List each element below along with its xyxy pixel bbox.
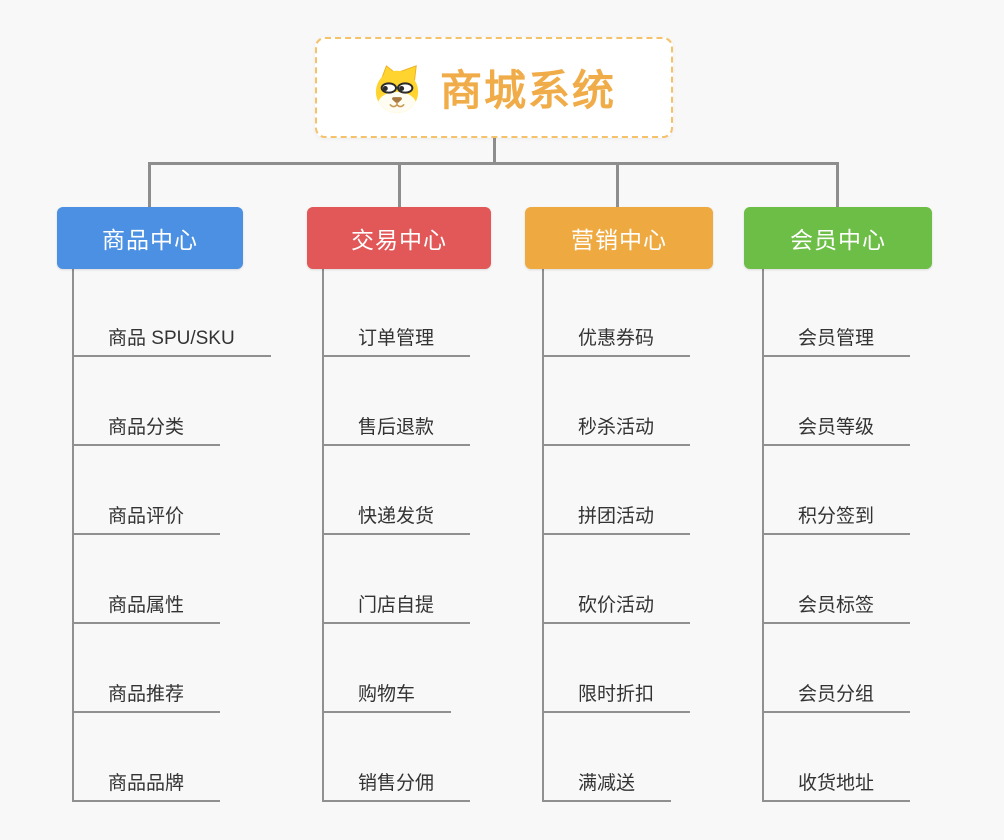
leaf-node[interactable]: 商品属性 (72, 586, 221, 624)
leaf-node[interactable]: 快递发货 (322, 497, 471, 535)
branch-node-trade-center[interactable]: 交易中心 (307, 207, 491, 269)
leaf-node[interactable]: 会员分组 (762, 675, 911, 713)
dog-face-icon (375, 64, 419, 113)
leaf-node[interactable]: 商品 SPU/SKU (72, 319, 271, 357)
leaf-node[interactable]: 会员标签 (762, 586, 911, 624)
leaf-node[interactable]: 会员管理 (762, 319, 911, 357)
leaf-node[interactable]: 销售分佣 (322, 764, 471, 802)
bus-connector-line (148, 162, 839, 165)
leaf-node[interactable]: 满减送 (542, 764, 672, 802)
leaf-node[interactable]: 门店自提 (322, 586, 471, 624)
leaf-node[interactable]: 订单管理 (322, 319, 471, 357)
root-node[interactable]: 商城系统 (315, 37, 673, 138)
leaf-node[interactable]: 购物车 (322, 675, 452, 713)
leaf-node[interactable]: 优惠券码 (542, 319, 691, 357)
root-connector-line (493, 137, 496, 163)
branch-drop-line (148, 162, 151, 208)
leaf-node[interactable]: 砍价活动 (542, 586, 691, 624)
leaf-node[interactable]: 会员等级 (762, 408, 911, 446)
branch-drop-line (398, 162, 401, 208)
branch-node-product-center[interactable]: 商品中心 (57, 207, 243, 269)
leaf-node[interactable]: 商品分类 (72, 408, 221, 446)
leaf-node[interactable]: 积分签到 (762, 497, 911, 535)
root-title: 商城系统 (439, 67, 616, 114)
leaf-node[interactable]: 限时折扣 (542, 675, 691, 713)
branch-node-marketing-center[interactable]: 营销中心 (525, 207, 713, 269)
leaf-node[interactable]: 商品推荐 (72, 675, 221, 713)
leaf-node[interactable]: 拼团活动 (542, 497, 691, 535)
leaf-node[interactable]: 商品品牌 (72, 764, 221, 802)
branch-drop-line (616, 162, 619, 208)
leaf-node[interactable]: 商品评价 (72, 497, 221, 535)
leaf-node[interactable]: 售后退款 (322, 408, 471, 446)
leaf-node[interactable]: 收货地址 (762, 764, 911, 802)
leaf-node[interactable]: 秒杀活动 (542, 408, 691, 446)
branch-node-member-center[interactable]: 会员中心 (744, 207, 932, 269)
branch-drop-line (836, 162, 839, 208)
